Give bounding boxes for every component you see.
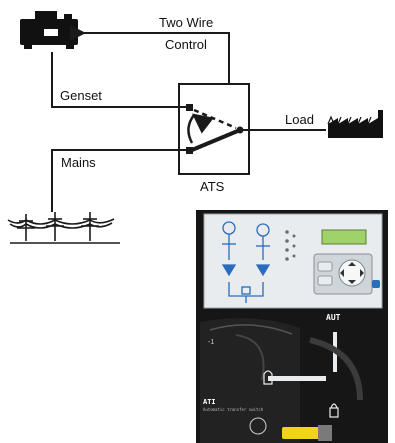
- genset-label: Genset: [60, 88, 102, 103]
- two-wire-control-line: [70, 25, 230, 84]
- generator-icon: [20, 11, 78, 49]
- yellow-handle: [282, 427, 328, 439]
- mains-line: [51, 149, 188, 212]
- handle-section: -1: [200, 318, 363, 443]
- panel-caption: Automatic transfer switch: [203, 407, 264, 412]
- lcd-display: [321, 229, 367, 245]
- ats-panel-photo: -1: [196, 210, 388, 443]
- load-label: Load: [285, 112, 314, 127]
- aut-mode-label: AUT: [326, 313, 341, 322]
- panel-brand: ATI: [203, 398, 216, 406]
- control-label: Control: [165, 37, 207, 52]
- mains-label: Mains: [61, 155, 96, 170]
- keypad: [313, 253, 380, 295]
- factory-icon: [327, 110, 383, 138]
- ats-label: ATS: [200, 179, 225, 194]
- genset-line: [51, 52, 188, 108]
- source-symbols: [221, 221, 271, 303]
- two-wire-label: Two Wire: [159, 15, 214, 30]
- ats-box: [178, 83, 250, 175]
- svg-text:-1: -1: [208, 339, 214, 346]
- status-leds: [285, 230, 296, 261]
- switch-position-mark: [268, 376, 326, 381]
- power-pylons-icon: [7, 212, 120, 244]
